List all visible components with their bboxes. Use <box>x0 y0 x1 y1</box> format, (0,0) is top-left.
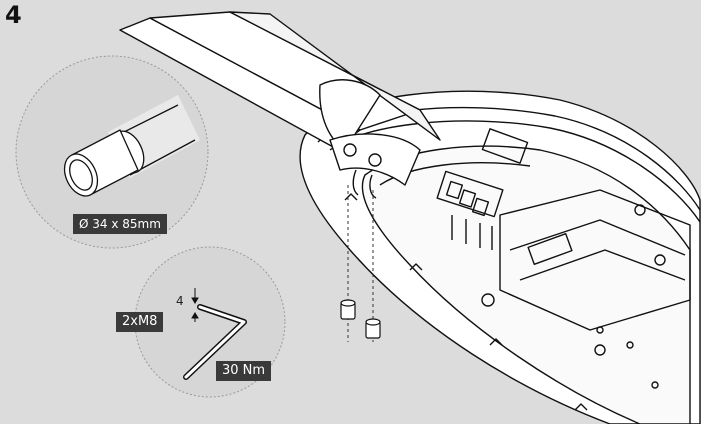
mounting-arm <box>119 11 441 199</box>
tube-size-label: Ø 34 x 85mm <box>73 214 167 234</box>
step-tab: 4 <box>0 0 40 30</box>
torque-label: 30 Nm <box>216 361 272 381</box>
step-number: 4 <box>5 1 22 29</box>
set-screws <box>340 299 381 339</box>
gap-dimension: 4 <box>176 294 184 308</box>
bolt-guides <box>347 185 374 342</box>
tube-detail <box>15 55 209 249</box>
bolt-spec-label: 2xM8 <box>116 312 164 332</box>
hex-key-detail <box>134 246 286 398</box>
